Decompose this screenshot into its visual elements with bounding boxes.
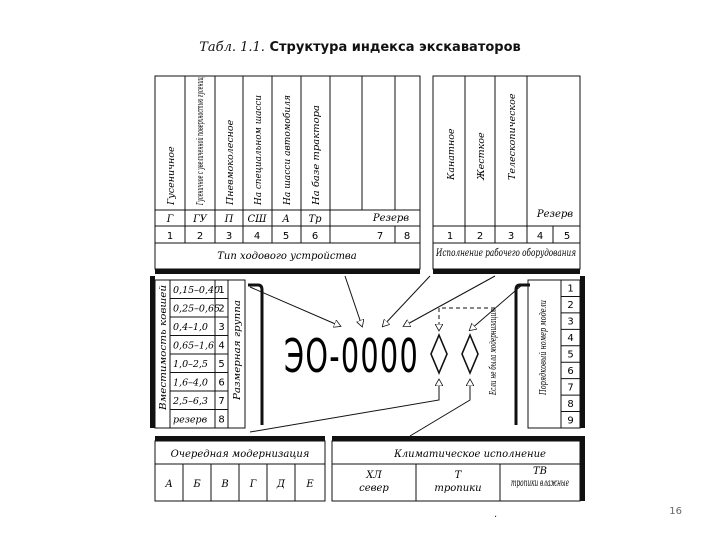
no-modernization-note: Если не была модернизация	[488, 309, 499, 396]
model-num: 2	[567, 300, 573, 311]
chassis-caption: Тип ходового устройства	[217, 251, 356, 262]
chassis-num: 7	[377, 231, 383, 242]
mod-diamond	[430, 332, 448, 376]
model-num: 1	[567, 284, 573, 295]
equipment-table: Канатное Жесткое Телескопическое Резерв …	[432, 75, 581, 274]
bucket-range: 1,6–4,0	[173, 377, 208, 388]
chassis-code: Тр	[308, 214, 322, 225]
model-num: 9	[567, 415, 573, 426]
bucket-group-num: 8	[218, 414, 224, 425]
bucket-range: 2,5–6,3	[172, 396, 208, 407]
chassis-table: Гусеничное Гусеничное с увеличенной пове…	[154, 75, 421, 274]
chassis-type-label: На специальном шасси	[253, 95, 264, 206]
bucket-range: 1,0–2,5	[173, 359, 208, 370]
bucket-range: резерв	[173, 414, 208, 425]
equipment-type-label: Канатное	[446, 128, 457, 181]
model-table: 1 2 3 4 5 6 7 8 9 Порядковый номер модели	[527, 276, 585, 429]
mod-letter: Б	[192, 479, 201, 490]
stray-dot: ·	[494, 512, 498, 523]
climate-caption: Климатическое исполнение	[393, 449, 546, 460]
chassis-type-label: На базе трактора	[311, 105, 322, 206]
equipment-num: 3	[508, 231, 514, 242]
bucket-group-num: 7	[218, 396, 224, 407]
model-num: 3	[567, 317, 573, 328]
mod-letter: Е	[305, 479, 314, 490]
bucket-range: 0,4–1,0	[173, 322, 208, 333]
equipment-num: 4	[537, 231, 543, 242]
bucket-range: 0,65–1,6	[173, 340, 214, 351]
bucket-group-num: 6	[218, 377, 224, 388]
model-num: 7	[567, 382, 573, 393]
size-group-label: Размерная группа	[232, 300, 243, 401]
chassis-code: А	[281, 214, 290, 225]
model-number-label: Порядковый номер модели	[538, 300, 549, 396]
bucket-group-num: 5	[218, 359, 224, 370]
chassis-type-label: На шасси автомобиля	[282, 95, 293, 206]
equipment-type-label: Телескопическое	[507, 93, 518, 180]
bucket-group-num: 3	[218, 322, 224, 333]
mod-letter: В	[220, 479, 228, 490]
chassis-type-label: Пневмоколесное	[225, 119, 236, 206]
chassis-code: Г	[166, 214, 174, 225]
equipment-num: 1	[447, 231, 453, 242]
chassis-code: СШ	[247, 214, 267, 225]
chassis-reserve-label: Резерв	[372, 213, 409, 224]
bucket-vertical-label: Вместимость ковшей	[158, 285, 169, 411]
equipment-num: 5	[564, 231, 570, 242]
bucket-group-num: 2	[218, 303, 224, 314]
equipment-type-label: Жесткое	[476, 132, 487, 181]
chassis-code: ГУ	[192, 214, 208, 225]
climate-diamond	[461, 332, 479, 376]
mod-letter: А	[164, 479, 173, 490]
chassis-num: 8	[404, 231, 410, 242]
table-number: Табл. 1.1.	[199, 40, 265, 55]
mod-letter: Г	[249, 479, 257, 490]
chassis-num: 3	[226, 231, 232, 242]
model-num: 8	[567, 399, 573, 410]
model-num: 6	[567, 366, 573, 377]
modernization-caption: Очередная модернизация	[171, 449, 310, 460]
equipment-num: 2	[477, 231, 483, 242]
page-number: 16	[669, 506, 682, 517]
chassis-num: 1	[167, 231, 173, 242]
index-code: ЭО-0000	[284, 329, 419, 383]
chassis-type-label: Гусеничное с увеличенной поверхностью гу…	[195, 77, 206, 206]
chassis-num: 2	[197, 231, 203, 242]
model-num: 4	[567, 333, 573, 344]
model-num: 5	[567, 350, 573, 361]
climate-code: Т	[455, 470, 463, 481]
climate-code: ХЛ	[365, 470, 382, 481]
table-title: Табл. 1.1. Структура индекса экскаваторо…	[0, 40, 720, 55]
mod-letter: Д	[276, 479, 286, 490]
climate-name: тропики влажные	[511, 478, 569, 489]
modernization-table: Очередная модернизация А Б В Г Д Е	[154, 436, 326, 502]
bucket-range: 0,15–0,40	[173, 285, 220, 296]
table-title-text: Структура индекса экскаваторов	[269, 40, 521, 55]
chassis-num: 4	[254, 231, 260, 242]
bucket-range: 0,25–0,65	[173, 303, 220, 314]
chassis-num: 6	[312, 231, 318, 242]
equipment-reserve-label: Резерв	[536, 209, 573, 220]
climate-code: ТВ	[533, 466, 547, 477]
equipment-caption: Исполнение рабочего оборудования	[435, 248, 576, 259]
bucket-table: 0,15–0,401 0,25–0,652 0,4–1,0 3 0,65–1,6 4 1,0…	[150, 276, 246, 429]
bucket-group-num: 1	[218, 285, 224, 296]
chassis-code: П	[224, 214, 234, 225]
climate-name: тропики	[434, 483, 481, 494]
climate-name: север	[359, 483, 389, 494]
climate-table: Климатическое исполнение ХЛ север Т троп…	[331, 436, 585, 502]
bucket-group-num: 4	[218, 340, 224, 351]
arrows	[249, 275, 523, 437]
index-center: ЭО-0000 Если не была модернизация	[248, 283, 530, 425]
chassis-num: 5	[283, 231, 289, 242]
chassis-type-label: Гусеничное	[166, 146, 177, 206]
